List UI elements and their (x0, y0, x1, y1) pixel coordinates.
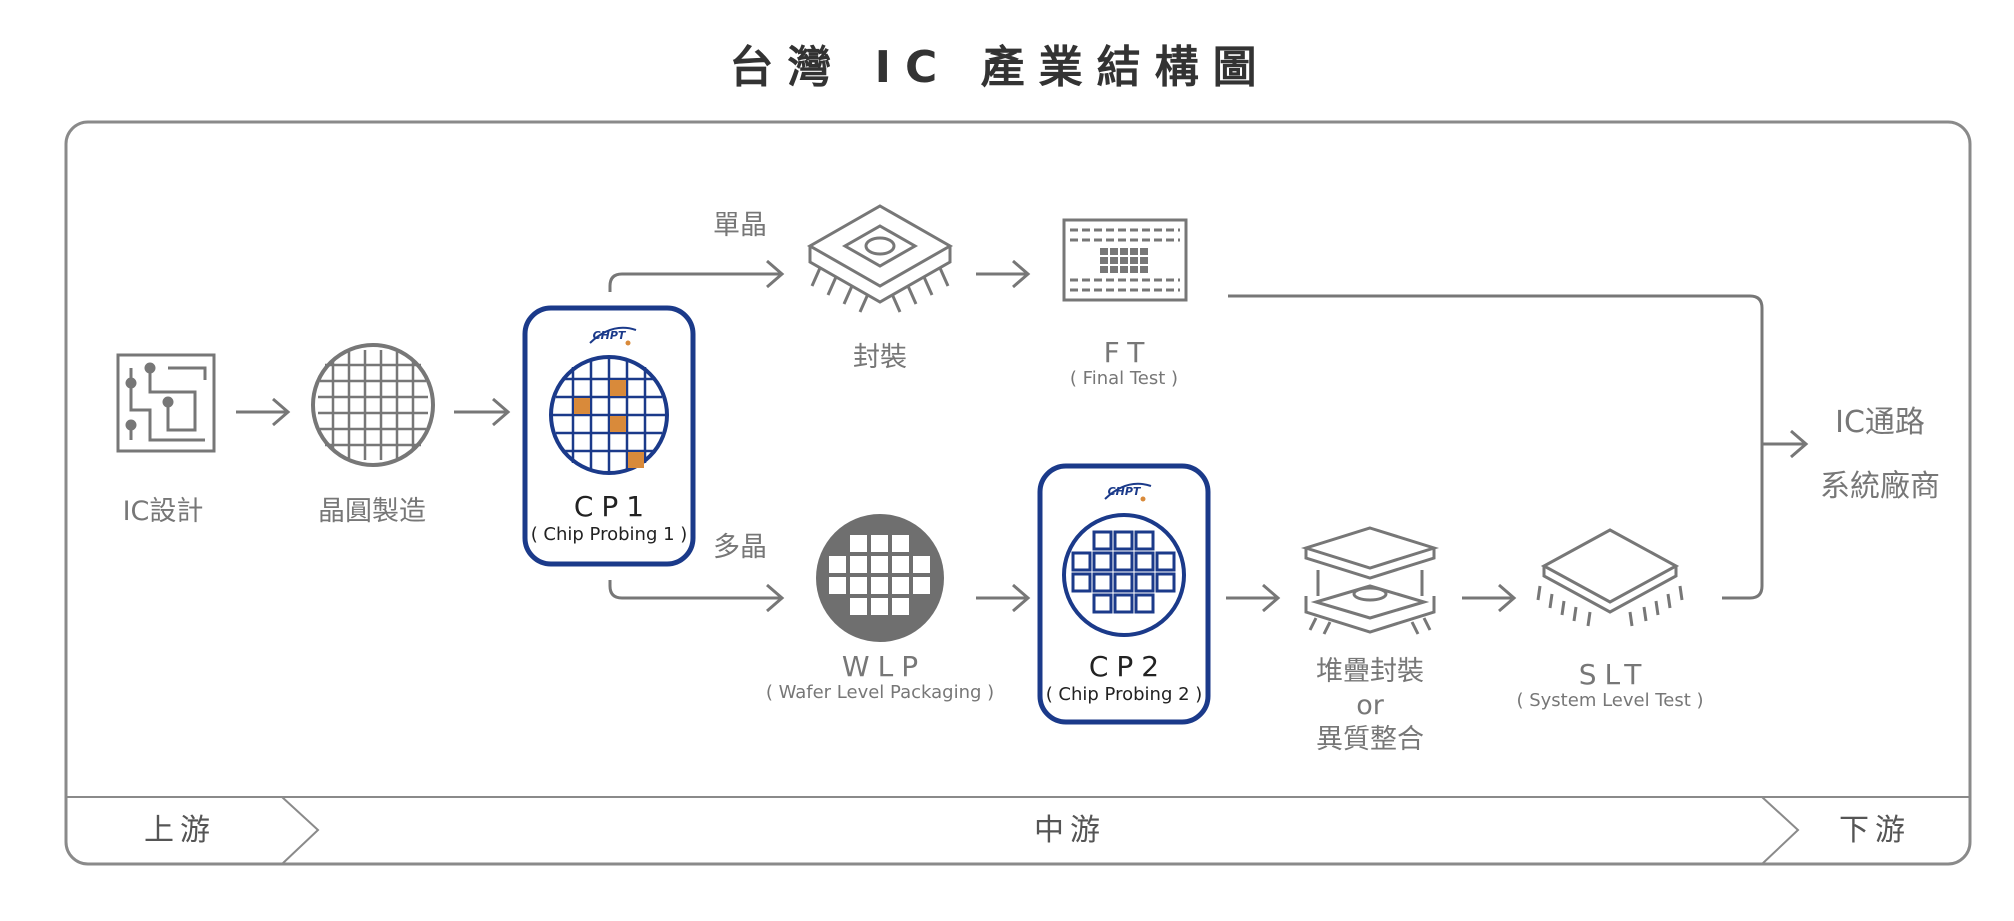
multi-die-label: 多晶 (713, 532, 767, 563)
circuit-icon (116, 353, 216, 453)
ft-full: ( Final Test ) (1070, 368, 1178, 389)
arrow-icon (608, 259, 785, 292)
svg-text:CHPT: CHPT (1108, 485, 1142, 498)
cp2-abbr: CP2 (1089, 650, 1167, 683)
cp1-card: CHPT CP1 ( Chip Probing 1 ) (522, 305, 696, 567)
single-die-label: 單晶 (713, 210, 767, 241)
cp2-full: ( Chip Probing 2 ) (1046, 684, 1203, 705)
stage-upstream: 上游 (144, 813, 216, 848)
wafer-icon (311, 343, 435, 467)
chip-package-icon (806, 204, 954, 313)
wlp-abbr: WLP (842, 650, 926, 683)
stacked-label-1: 堆疊封裝 (1316, 656, 1424, 687)
stage-midstream: 中游 (1034, 813, 1106, 848)
test-socket-icon (1062, 218, 1188, 302)
stacked-package-icon (1300, 526, 1440, 635)
stacked-label-2: or (1356, 690, 1385, 721)
connector-line (1228, 294, 1764, 600)
ft-abbr: FT (1104, 336, 1153, 369)
slt-full: ( System Level Test ) (1516, 690, 1703, 711)
ic-channel-label: IC通路 (1835, 405, 1925, 440)
stage-chevron-right (1761, 796, 1800, 865)
cp1-full: ( Chip Probing 1 ) (531, 524, 688, 545)
cp2-card: CHPT CP2 ( Chip Probing 2 ) (1037, 463, 1211, 725)
wlp-full: ( Wafer Level Packaging ) (766, 682, 994, 703)
chpt-logo: CHPT (1104, 482, 1152, 502)
stage-downstream: 下游 (1839, 813, 1911, 848)
cp1-abbr: CP1 (574, 490, 652, 523)
arrow-icon (608, 580, 785, 613)
stage-chevron-left (281, 796, 320, 865)
system-vendor-label: 系統廠商 (1820, 469, 1940, 504)
chpt-logo: CHPT (589, 326, 637, 346)
svg-text:CHPT: CHPT (593, 329, 627, 342)
slt-chip-icon (1536, 528, 1684, 627)
slt-abbr: SLT (1579, 658, 1650, 691)
outer-frame (64, 120, 1972, 866)
ic-design-label: IC設計 (123, 496, 204, 527)
wafer-fab-label: 晶圓製造 (318, 496, 426, 527)
packaging-label: 封裝 (853, 342, 907, 373)
diagram-title: 台灣 IC 產業結構圖 (729, 42, 1270, 93)
wlp-wafer-icon (816, 514, 944, 642)
stacked-label-3: 異質整合 (1316, 724, 1424, 755)
